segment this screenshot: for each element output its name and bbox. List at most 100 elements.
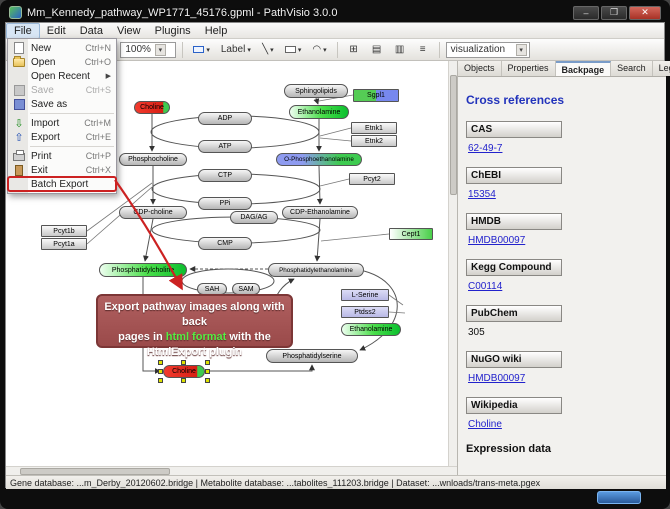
pathway-node[interactable]: Ptdss2 — [341, 306, 389, 318]
taskbar-item[interactable] — [597, 491, 641, 504]
pathway-node[interactable]: Etnk1 — [351, 122, 397, 134]
close-button[interactable]: ✕ — [629, 5, 661, 20]
pathway-node[interactable]: Ethanolamine — [289, 105, 349, 119]
cross-references-heading: Cross references — [466, 93, 565, 107]
tab-backpage[interactable]: Backpage — [555, 61, 612, 76]
submenu-arrow-icon: ▶ — [105, 73, 111, 80]
selection-handles — [158, 360, 210, 383]
section-header: CAS — [466, 121, 562, 138]
selection-handle[interactable] — [205, 369, 210, 374]
visualization-dropdown-icon[interactable]: ▾ — [515, 43, 527, 56]
line-tool-button[interactable]: ╲▾ — [258, 41, 278, 59]
stack-vertical-icon: ≡ — [419, 43, 426, 55]
export-icon: ⇧ — [14, 131, 24, 144]
scrollbar-thumb[interactable] — [20, 468, 170, 475]
align-middle-button[interactable]: ▤ — [367, 41, 387, 59]
pathway-node[interactable]: Phosphatidylserine — [266, 349, 358, 363]
cross-reference-link[interactable]: 62-49-7 — [468, 143, 503, 154]
cross-reference-link[interactable]: C00114 — [468, 281, 503, 292]
open-folder-icon — [11, 55, 27, 67]
selection-handle[interactable] — [181, 378, 186, 383]
selection-handle[interactable] — [205, 360, 210, 365]
pathway-node[interactable]: Sgpl1 — [353, 89, 399, 102]
selection-handle[interactable] — [158, 378, 163, 383]
gene-datanode-tool-button[interactable]: ▾ — [189, 41, 214, 59]
selection-handle[interactable] — [158, 360, 163, 365]
file-menu-item-batch-export[interactable]: Batch Export — [7, 176, 117, 192]
pathway-node[interactable]: SAM — [232, 283, 260, 295]
menu-edit[interactable]: Edit — [46, 24, 66, 37]
label-tool-button[interactable]: Label▾ — [217, 41, 255, 59]
pathway-node[interactable]: DAG/AG — [230, 211, 278, 224]
pathway-node[interactable]: Phosphatidylcholine — [99, 263, 187, 277]
menu-data[interactable]: Data — [79, 24, 103, 37]
stack-vertical-button[interactable]: ≡ — [413, 41, 433, 59]
pathway-node[interactable]: CTP — [198, 169, 252, 182]
pathway-node[interactable]: O-Phosphoethanolamine — [276, 153, 362, 166]
file-menu-item-import[interactable]: ⇩ Import Ctrl+M — [8, 116, 116, 130]
file-menu-item-exit[interactable]: Exit Ctrl+X — [8, 163, 116, 177]
selection-handle[interactable] — [205, 378, 210, 383]
tab-properties[interactable]: Properties — [501, 61, 556, 76]
shape-tool-button[interactable]: ▾ — [281, 41, 306, 59]
file-menu-item-save[interactable]: Save Ctrl+S — [8, 83, 116, 97]
selection-handle[interactable] — [158, 369, 163, 374]
pathway-node[interactable]: CMP — [198, 237, 252, 250]
zoom-select[interactable]: 100% ▾ — [120, 41, 177, 58]
file-menu-item-open[interactable]: Open Ctrl+O — [8, 55, 116, 69]
pathway-node[interactable]: Pcyt1b — [41, 225, 87, 237]
pathway-node-selected[interactable]: Choline — [163, 365, 205, 378]
expression-data-heading: Expression data — [466, 443, 551, 455]
scrollbar-thumb[interactable] — [450, 75, 457, 195]
menu-plugins[interactable]: Plugins — [154, 24, 191, 37]
backpage-section-hmdb: HMDB HMDB00097 — [466, 213, 658, 250]
annotation-line-2-pre: pages in — [118, 331, 166, 343]
pathway-node[interactable]: Phosphocholine — [119, 153, 187, 166]
cross-reference-link[interactable]: Choline — [468, 419, 502, 430]
visualization-select[interactable]: visualization ▾ — [445, 41, 530, 58]
file-menu-item-open-recent[interactable]: Open Recent ▶ — [8, 69, 116, 83]
stack-horizontal-button[interactable]: ▥ — [390, 41, 410, 59]
pathway-node[interactable]: Pcyt2 — [349, 173, 395, 185]
menu-item-label: Save as — [31, 98, 68, 110]
pathway-node[interactable]: PPi — [198, 197, 252, 210]
minimize-button[interactable]: – — [573, 5, 599, 20]
menu-file[interactable]: File — [6, 22, 40, 39]
file-menu-item-export[interactable]: ⇧ Export Ctrl+E — [8, 130, 116, 144]
menu-item-label: Save — [31, 84, 54, 96]
menu-help[interactable]: Help — [204, 24, 228, 37]
cross-reference-link[interactable]: 15354 — [468, 189, 496, 200]
file-menu-item-save-as[interactable]: Save as — [8, 97, 116, 111]
zoom-dropdown-icon[interactable]: ▾ — [154, 43, 166, 56]
tab-search[interactable]: Search — [611, 61, 653, 76]
pathway-node[interactable]: Choline — [134, 101, 170, 114]
pathway-node[interactable]: ATP — [198, 140, 252, 153]
pathway-node[interactable]: L-Serine — [341, 289, 389, 301]
file-menu-item-print[interactable]: Print Ctrl+P — [8, 149, 116, 163]
pathway-node[interactable]: Etnk2 — [351, 135, 397, 147]
pathway-node[interactable]: Ethanolamine — [341, 323, 401, 336]
pathway-node[interactable]: Sphingolipids — [284, 84, 348, 98]
tab-objects[interactable]: Objects — [458, 61, 502, 76]
cross-reference-link[interactable]: HMDB00097 — [468, 373, 526, 384]
pathway-node[interactable]: ADP — [198, 112, 252, 125]
pathway-node[interactable]: CDP-choline — [119, 206, 187, 219]
file-menu-item-new[interactable]: New Ctrl+N — [8, 41, 116, 55]
maximize-button[interactable]: ❐ — [601, 5, 627, 20]
pathway-node[interactable]: Phosphatidylethanolamine — [268, 263, 364, 277]
canvas-vertical-scrollbar[interactable] — [448, 61, 457, 466]
tab-legend[interactable]: Legend — [652, 61, 670, 76]
menu-item-shortcut: Ctrl+O — [84, 57, 111, 67]
pathway-node[interactable]: Cept1 — [389, 228, 433, 240]
side-panel-tabs: Objects Properties Backpage Search Legen… — [458, 61, 670, 77]
import-icon: ⇩ — [14, 117, 24, 130]
align-center-button[interactable]: ⊞ — [344, 41, 364, 59]
menu-view[interactable]: View — [116, 24, 141, 37]
cross-reference-link[interactable]: HMDB00097 — [468, 235, 526, 246]
selection-handle[interactable] — [181, 360, 186, 365]
arc-tool-button[interactable]: ◠▾ — [308, 41, 330, 59]
pathway-node[interactable]: CDP-Ethanolamine — [282, 206, 358, 219]
canvas-horizontal-scrollbar[interactable] — [6, 466, 457, 475]
pathway-node[interactable]: Pcyt1a — [41, 238, 87, 250]
stack-horizontal-icon: ▥ — [394, 43, 405, 55]
